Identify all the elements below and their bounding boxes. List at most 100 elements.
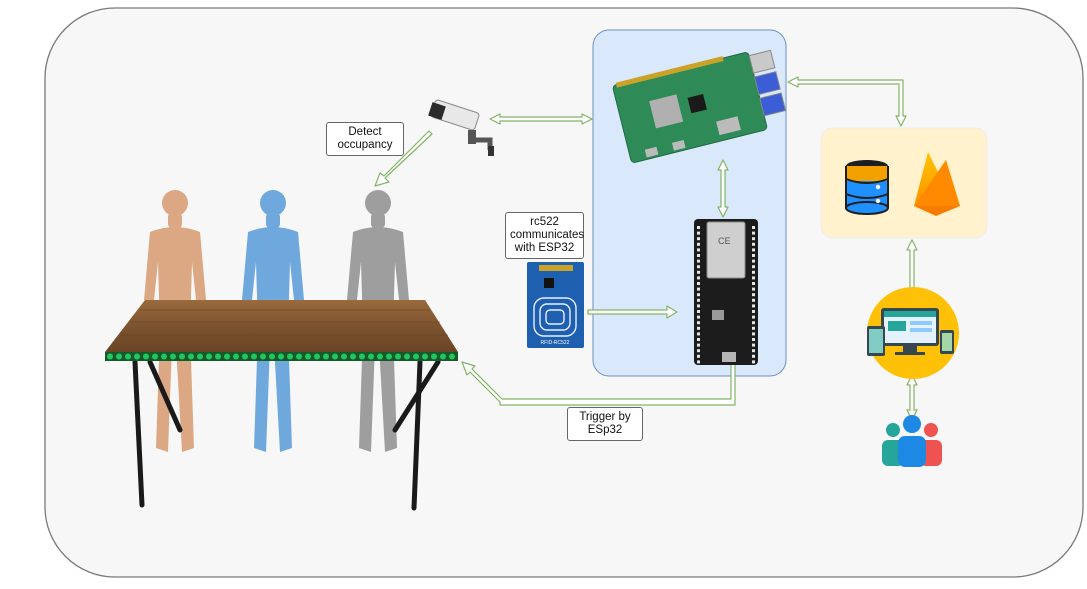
led-dot bbox=[404, 353, 410, 360]
led-dot bbox=[125, 353, 131, 360]
users-group-icon bbox=[882, 415, 942, 467]
header-pin bbox=[697, 287, 700, 291]
database-icon bbox=[845, 160, 889, 215]
header-pin bbox=[752, 293, 755, 297]
header-pin bbox=[697, 343, 700, 347]
header-pin bbox=[697, 259, 700, 263]
led-dot bbox=[116, 353, 122, 360]
led-dot bbox=[440, 353, 446, 360]
header-pin bbox=[752, 259, 755, 263]
led-dot bbox=[287, 353, 293, 360]
detect-occupancy-label: Detect occupancy bbox=[326, 122, 404, 156]
header-pin bbox=[752, 304, 755, 308]
rc522-line-3: with ESP32 bbox=[514, 242, 575, 254]
led-dot bbox=[215, 353, 221, 360]
raspberry-pi-board-icon bbox=[612, 49, 787, 163]
header-pin bbox=[752, 343, 755, 347]
header-pin bbox=[697, 360, 700, 364]
led-dot bbox=[305, 353, 311, 360]
header-pin bbox=[697, 254, 700, 257]
header-pin bbox=[752, 298, 755, 302]
rc522-line-2: communicates bbox=[510, 229, 585, 241]
header-pin bbox=[697, 276, 700, 280]
led-dot bbox=[134, 353, 140, 360]
detect-occupancy-line-2: occupancy bbox=[337, 139, 393, 151]
header-pin bbox=[752, 338, 755, 341]
led-dot bbox=[251, 353, 257, 360]
header-pin bbox=[697, 338, 700, 341]
svg-text:CE: CE bbox=[718, 236, 731, 246]
arrow-camera-pi bbox=[489, 113, 593, 125]
header-pin bbox=[752, 321, 755, 325]
led-dot bbox=[323, 353, 329, 360]
header-pin bbox=[697, 321, 700, 325]
devices-web-app-icon bbox=[867, 287, 959, 379]
arrow-camera-people bbox=[374, 130, 433, 187]
header-pin bbox=[752, 265, 755, 269]
led-dot bbox=[143, 353, 149, 360]
led-dot bbox=[233, 353, 239, 360]
header-pin bbox=[697, 326, 700, 330]
header-pin bbox=[697, 226, 700, 229]
rc522-line-1: rc522 bbox=[530, 216, 559, 228]
header-pin bbox=[752, 349, 755, 353]
led-dot bbox=[179, 353, 185, 360]
led-dot bbox=[377, 353, 383, 360]
arrow-pi-esp32 bbox=[717, 159, 729, 218]
led-dot bbox=[314, 353, 320, 360]
led-dot bbox=[278, 353, 284, 360]
header-pin bbox=[752, 226, 755, 229]
trigger-line-1: Trigger by bbox=[579, 411, 631, 423]
arrows bbox=[374, 76, 918, 421]
header-pin bbox=[697, 298, 700, 302]
led-dot bbox=[224, 353, 230, 360]
header-pin bbox=[752, 254, 755, 257]
arrow-rfid-esp32 bbox=[587, 305, 678, 319]
led-dot bbox=[197, 353, 203, 360]
header-pin bbox=[697, 310, 700, 313]
header-pin bbox=[697, 315, 700, 319]
header-pin bbox=[752, 276, 755, 280]
led-dot bbox=[368, 353, 374, 360]
led-dot bbox=[413, 353, 419, 360]
arrow-esp32-table bbox=[461, 361, 736, 406]
header-pin bbox=[697, 231, 700, 235]
header-pin bbox=[697, 354, 700, 358]
led-dot bbox=[341, 353, 347, 360]
header-pin bbox=[752, 326, 755, 330]
detect-occupancy-line-1: Detect bbox=[348, 126, 382, 138]
led-dot bbox=[152, 353, 158, 360]
esp32-board-icon: CE bbox=[694, 219, 758, 365]
table-icon bbox=[105, 300, 458, 511]
header-pin bbox=[752, 354, 755, 358]
led-dot bbox=[206, 353, 212, 360]
header-pin bbox=[697, 270, 700, 274]
trigger-by-esp32-label: Trigger by ESp32 bbox=[567, 407, 643, 441]
led-dot bbox=[107, 353, 113, 360]
led-dot bbox=[332, 353, 338, 360]
led-dot bbox=[296, 353, 302, 360]
led-dot bbox=[269, 353, 275, 360]
arrow-pi-db bbox=[787, 76, 907, 127]
led-dot bbox=[386, 353, 392, 360]
header-pin bbox=[752, 270, 755, 274]
header-pin bbox=[752, 315, 755, 319]
led-dot bbox=[422, 353, 428, 360]
header-pin bbox=[752, 248, 755, 252]
rc522-communicates-label: rc522 communicates with ESP32 bbox=[505, 212, 584, 259]
header-pin bbox=[697, 293, 700, 297]
led-dot bbox=[395, 353, 401, 360]
header-pin bbox=[752, 287, 755, 291]
led-dot bbox=[449, 353, 455, 360]
header-pin bbox=[752, 231, 755, 235]
header-pin bbox=[752, 332, 755, 336]
header-pin bbox=[697, 265, 700, 269]
header-pin bbox=[752, 242, 755, 246]
led-dot bbox=[170, 353, 176, 360]
rfid-rc522-icon: RFID-RC522 bbox=[527, 262, 584, 348]
led-dot bbox=[359, 353, 365, 360]
header-pin bbox=[752, 282, 755, 285]
led-dot bbox=[161, 353, 167, 360]
led-dot bbox=[188, 353, 194, 360]
